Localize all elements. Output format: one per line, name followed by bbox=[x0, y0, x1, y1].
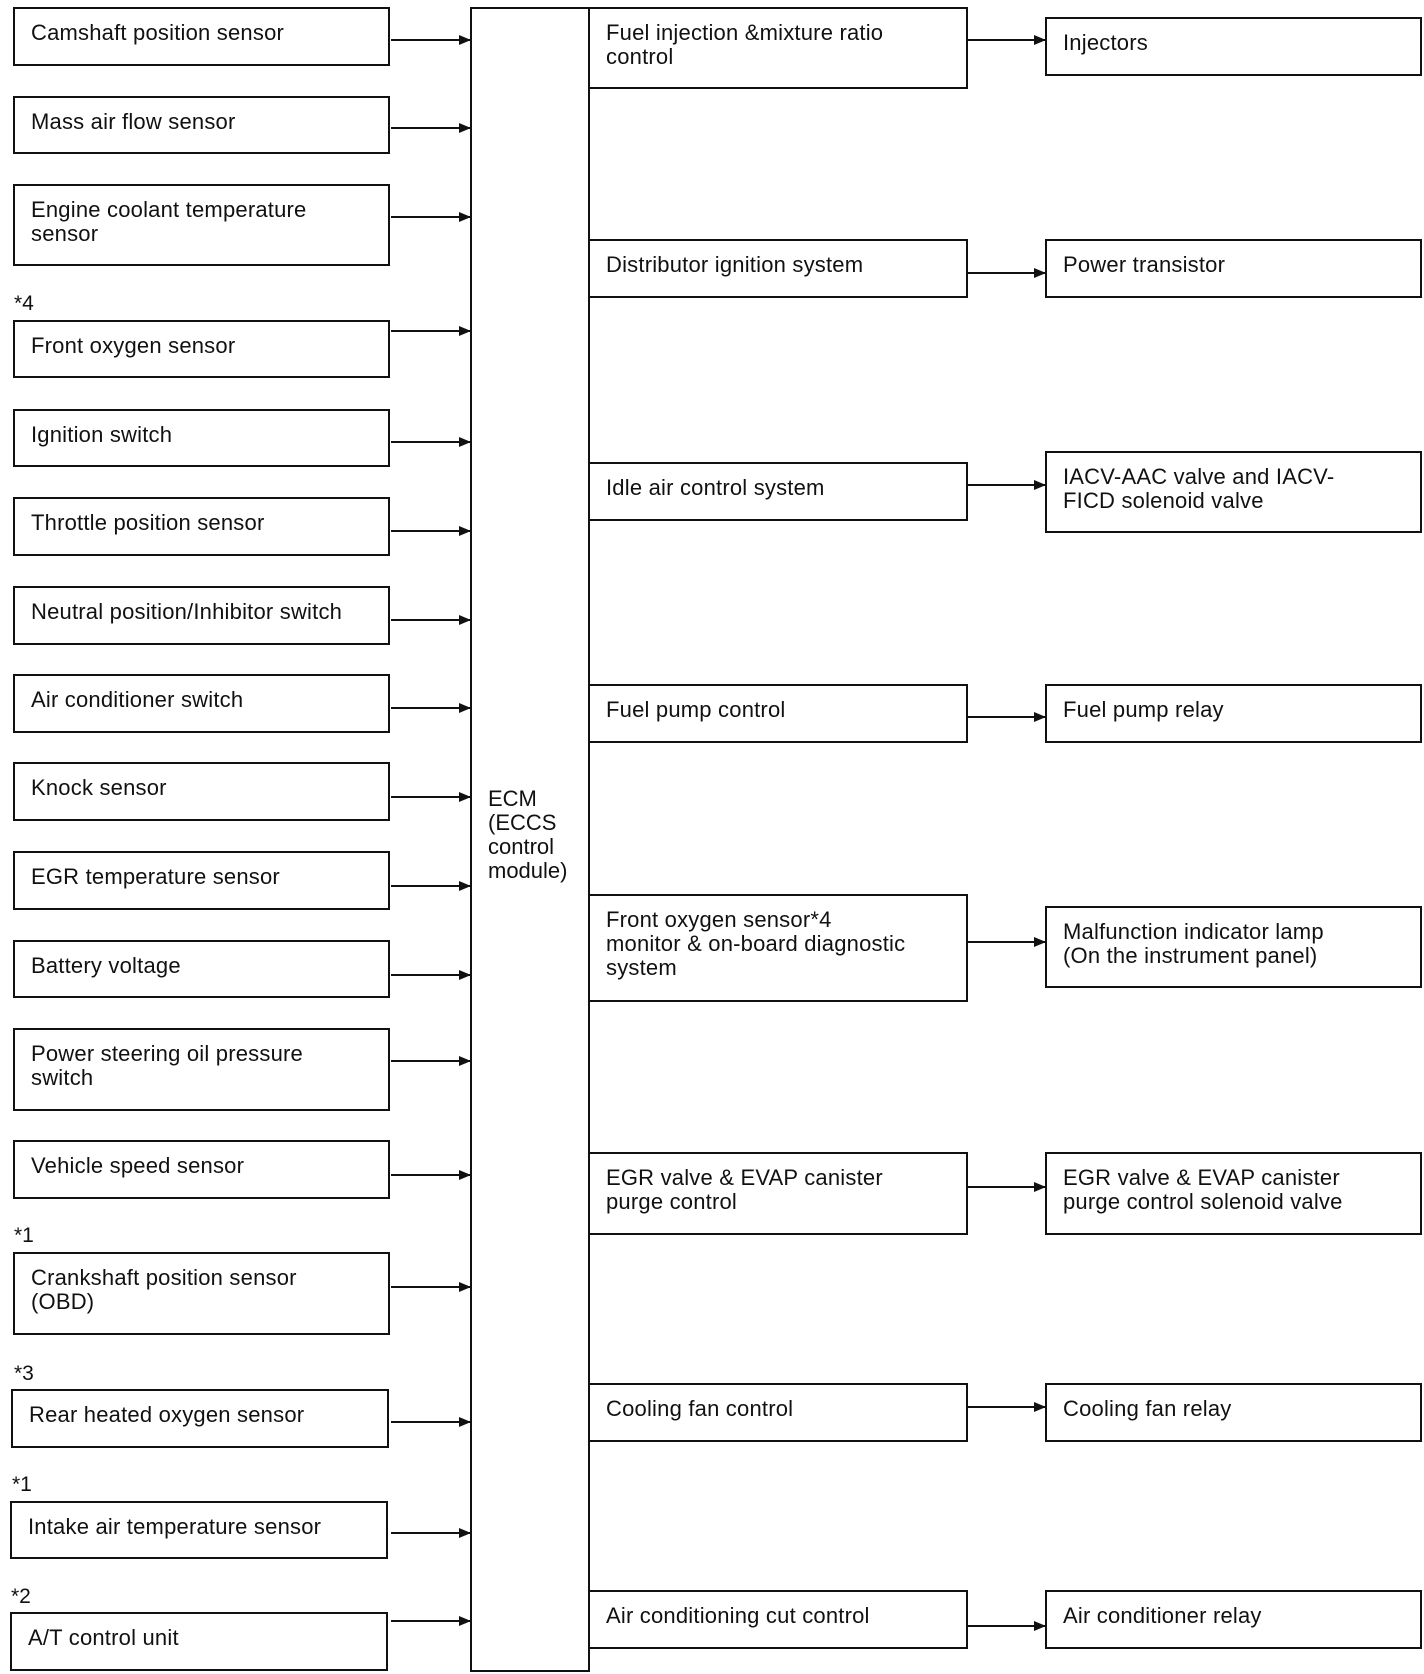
output-label: IACV-AAC valve and IACV- FICD solenoid v… bbox=[1063, 464, 1335, 513]
footnote-marker: *2 bbox=[11, 1585, 31, 1608]
input-box-throttle-position-sensor: Throttle position sensor bbox=[13, 497, 390, 556]
input-box-vehicle-speed-sensor: Vehicle speed sensor bbox=[13, 1140, 390, 1199]
function-box-cooling-fan-control: Cooling fan control bbox=[588, 1383, 968, 1442]
output-box-fuel-pump-relay: Fuel pump relay bbox=[1045, 684, 1422, 743]
input-box-knock-sensor: Knock sensor bbox=[13, 762, 390, 821]
output-box-injectors: Injectors bbox=[1045, 17, 1422, 76]
input-label: Engine coolant temperature sensor bbox=[31, 197, 307, 246]
output-label: Malfunction indicator lamp (On the instr… bbox=[1063, 919, 1324, 968]
input-box-engine-coolant-temperature-sensor: Engine coolant temperature sensor bbox=[13, 184, 390, 266]
function-box-idle-air-control: Idle air control system bbox=[588, 462, 968, 521]
input-label: Rear heated oxygen sensor bbox=[29, 1402, 305, 1427]
input-box-at-control-unit: A/T control unit bbox=[10, 1612, 388, 1671]
function-label: Cooling fan control bbox=[606, 1396, 794, 1421]
input-label: Knock sensor bbox=[31, 775, 167, 800]
input-box-intake-air-temperature-sensor: Intake air temperature sensor bbox=[10, 1501, 388, 1559]
input-label: Neutral position/Inhibitor switch bbox=[31, 599, 343, 624]
input-box-egr-temperature-sensor: EGR temperature sensor bbox=[13, 851, 390, 910]
function-label: Front oxygen sensor*4 monitor & on-board… bbox=[606, 907, 906, 980]
output-label: Cooling fan relay bbox=[1063, 1396, 1232, 1421]
footnote-marker: *1 bbox=[14, 1224, 34, 1247]
output-box-cooling-fan-relay: Cooling fan relay bbox=[1045, 1383, 1422, 1442]
output-label: Air conditioner relay bbox=[1063, 1603, 1262, 1628]
function-box-distributor-ignition: Distributor ignition system bbox=[588, 239, 968, 298]
function-box-fuel-pump-control: Fuel pump control bbox=[588, 684, 968, 743]
output-label: Power transistor bbox=[1063, 252, 1226, 277]
input-label: Ignition switch bbox=[31, 422, 173, 447]
output-box-egr-evap-solenoid: EGR valve & EVAP canister purge control … bbox=[1045, 1152, 1422, 1235]
input-box-front-oxygen-sensor: Front oxygen sensor bbox=[13, 320, 390, 378]
function-box-front-oxygen-monitor: Front oxygen sensor*4 monitor & on-board… bbox=[588, 894, 968, 1002]
input-label: Throttle position sensor bbox=[31, 510, 265, 535]
output-label: EGR valve & EVAP canister purge control … bbox=[1063, 1165, 1343, 1214]
function-box-air-conditioning-cut: Air conditioning cut control bbox=[588, 1590, 968, 1649]
input-box-neutral-position-inhibitor-switch: Neutral position/Inhibitor switch bbox=[13, 586, 390, 645]
output-box-iacv-valves: IACV-AAC valve and IACV- FICD solenoid v… bbox=[1045, 451, 1422, 533]
input-label: Intake air temperature sensor bbox=[28, 1514, 322, 1539]
footnote-marker: *1 bbox=[12, 1473, 32, 1496]
input-label: Crankshaft position sensor (OBD) bbox=[31, 1265, 297, 1314]
input-label: Mass air flow sensor bbox=[31, 109, 236, 134]
input-label: Battery voltage bbox=[31, 953, 181, 978]
function-label: Distributor ignition system bbox=[606, 252, 864, 277]
function-label: Air conditioning cut control bbox=[606, 1603, 870, 1628]
input-label: EGR temperature sensor bbox=[31, 864, 280, 889]
output-box-air-conditioner-relay: Air conditioner relay bbox=[1045, 1590, 1422, 1649]
ecm-label: ECM (ECCS control module) bbox=[488, 786, 568, 883]
input-label: Vehicle speed sensor bbox=[31, 1153, 245, 1178]
output-box-power-transistor: Power transistor bbox=[1045, 239, 1422, 298]
input-box-rear-heated-oxygen-sensor: Rear heated oxygen sensor bbox=[11, 1389, 389, 1448]
function-box-egr-evap-control: EGR valve & EVAP canister purge control bbox=[588, 1152, 968, 1235]
output-box-malfunction-indicator-lamp: Malfunction indicator lamp (On the instr… bbox=[1045, 906, 1422, 988]
function-label: Idle air control system bbox=[606, 475, 825, 500]
input-label: Power steering oil pressure switch bbox=[31, 1041, 303, 1090]
input-label: Air conditioner switch bbox=[31, 687, 244, 712]
input-label: Front oxygen sensor bbox=[31, 333, 236, 358]
input-box-camshaft-position-sensor: Camshaft position sensor bbox=[13, 7, 390, 66]
input-box-battery-voltage: Battery voltage bbox=[13, 940, 390, 998]
input-box-mass-air-flow-sensor: Mass air flow sensor bbox=[13, 96, 390, 154]
function-label: EGR valve & EVAP canister purge control bbox=[606, 1165, 883, 1214]
function-label: Fuel pump control bbox=[606, 697, 786, 722]
output-label: Fuel pump relay bbox=[1063, 697, 1224, 722]
input-label: A/T control unit bbox=[28, 1625, 179, 1650]
input-box-power-steering-oil-pressure-switch: Power steering oil pressure switch bbox=[13, 1028, 390, 1111]
input-box-crankshaft-position-sensor: Crankshaft position sensor (OBD) bbox=[13, 1252, 390, 1335]
ecm-module-block bbox=[470, 7, 590, 1672]
footnote-marker: *3 bbox=[14, 1362, 34, 1385]
input-box-air-conditioner-switch: Air conditioner switch bbox=[13, 674, 390, 733]
function-label: Fuel injection &mixture ratio control bbox=[606, 20, 884, 69]
input-label: Camshaft position sensor bbox=[31, 20, 285, 45]
function-box-fuel-injection: Fuel injection &mixture ratio control bbox=[588, 7, 968, 89]
footnote-marker: *4 bbox=[14, 292, 34, 315]
output-label: Injectors bbox=[1063, 30, 1148, 55]
input-box-ignition-switch: Ignition switch bbox=[13, 409, 390, 467]
